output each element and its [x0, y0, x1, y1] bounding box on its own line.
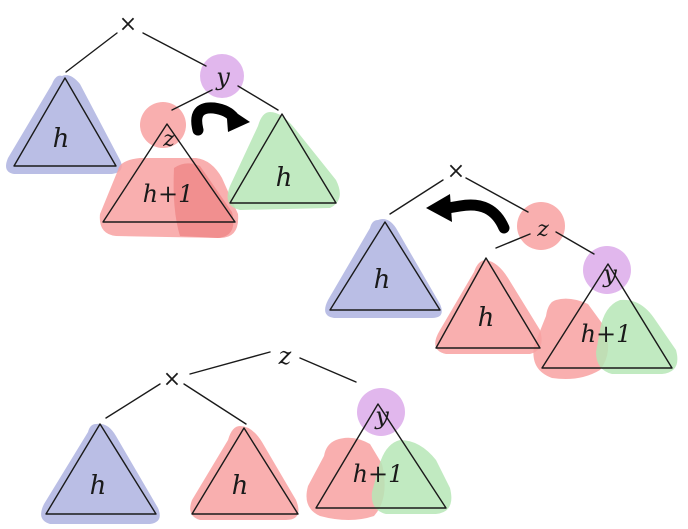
step2-z-highlight [517, 202, 565, 250]
step3-y-highlight [357, 388, 405, 436]
step3-y-subtree-triangle [315, 403, 447, 509]
step-1-tree: × y z h h+1 h [6, 12, 340, 238]
step1-right-subtree-label: h [276, 163, 293, 193]
step2-z-left-subtree-triangle [435, 257, 541, 349]
step2-edge-z-y [555, 231, 595, 255]
step2-node-z: z [536, 217, 549, 242]
step2-left-subtree-label: h [374, 265, 391, 295]
step3-y-subtree-highlight-green [371, 440, 452, 514]
step3-node-z: z [278, 342, 292, 370]
step2-y-subtree-triangle [541, 263, 673, 369]
step2-y-subtree-highlight-green [596, 299, 678, 374]
step1-y-highlight [200, 54, 244, 98]
step3-x-right-subtree-triangle [191, 427, 299, 515]
step3-x-left-subtree-label: h [90, 471, 107, 501]
step3-node-y: y [374, 402, 389, 430]
step1-left-subtree-label: h [53, 124, 70, 154]
step3-edge-x-left [105, 383, 161, 419]
step1-hplus1-subtree-triangle [102, 123, 236, 223]
step2-edge-z-left [495, 233, 531, 249]
step2-left-subtree-triangle [329, 221, 441, 311]
step1-right-subtree-triangle [229, 113, 337, 204]
step3-x-right-subtree-label: h [232, 471, 249, 501]
step1-z-highlight [140, 102, 186, 148]
step1-rotation-arrowhead [226, 106, 250, 132]
step1-edge-x-left [65, 32, 118, 73]
step1-node-y: y [215, 63, 230, 91]
step2-y-subtree-highlight-red [533, 298, 609, 379]
step3-y-subtree-highlight-red [306, 437, 385, 520]
step-3-tree: z × y h h h+1 [41, 342, 452, 524]
step2-node-y: y [602, 260, 617, 288]
step3-x-left-subtree-triangle [45, 423, 157, 515]
step1-left-subtree-highlight [6, 75, 122, 174]
step1-node-x: × [119, 12, 137, 37]
step2-z-left-subtree-label: h [478, 303, 495, 333]
step1-hplus1-subtree-label: h+1 [143, 180, 194, 208]
step2-node-x: × [447, 159, 465, 184]
step1-edge-x-y [142, 32, 207, 67]
step1-hplus1-highlight-overlap [173, 163, 234, 238]
step1-left-subtree-triangle [13, 77, 117, 167]
step3-x-left-subtree-highlight [41, 423, 160, 524]
step2-edge-x-left [389, 179, 444, 215]
step1-right-subtree-highlight [227, 112, 340, 210]
step3-y-subtree-label: h+1 [353, 460, 404, 488]
step3-edge-z-y [299, 357, 357, 383]
step2-rotation-arrowhead [426, 194, 452, 222]
step2-left-subtree-highlight [325, 219, 442, 318]
step3-node-x: × [163, 367, 181, 392]
step3-edge-x-right [183, 383, 247, 425]
step2-y-subtree-label: h+1 [581, 320, 632, 348]
step1-edge-y-z [171, 89, 213, 111]
step2-z-left-subtree-highlight [435, 260, 542, 354]
step2-rotation-arrow [442, 199, 510, 234]
step3-edge-z-x [189, 351, 271, 375]
step1-node-z: z [162, 127, 175, 152]
step1-edge-y-right [237, 85, 279, 111]
step3-x-right-subtree-highlight [190, 426, 299, 520]
step-2-tree: × z y h h h+1 [325, 159, 678, 379]
step2-edge-x-z [465, 177, 529, 213]
